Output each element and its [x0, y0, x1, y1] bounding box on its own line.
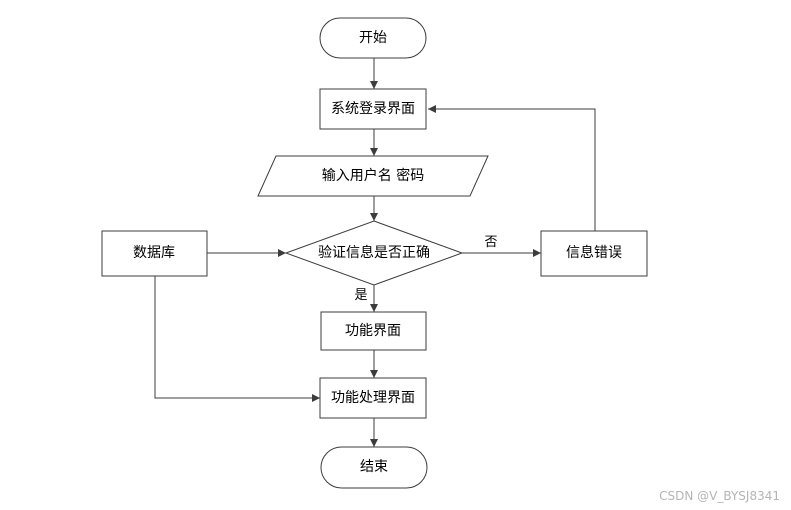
login-screen-label: 系统登录界面	[331, 101, 415, 117]
edge-label-no: 否	[484, 235, 497, 250]
verify-decision-label: 验证信息是否正确	[318, 244, 430, 261]
watermark-text: CSDN @V_BYSJ8341	[659, 489, 780, 503]
verify-decision-node: 验证信息是否正确	[284, 220, 464, 286]
edge-database-to-process	[154, 276, 320, 402]
login-screen-node: 系统登录界面	[319, 88, 427, 130]
database-node: 数据库	[101, 230, 208, 277]
start-label: 开始	[359, 30, 387, 46]
function-process-node: 功能处理界面	[319, 377, 427, 419]
start-node: 开始	[319, 17, 427, 59]
input-credentials-label: 输入用户名 密码	[322, 167, 424, 184]
function-process-label: 功能处理界面	[331, 390, 415, 406]
end-label: 结束	[360, 459, 388, 475]
error-label: 信息错误	[566, 244, 622, 261]
database-label: 数据库	[133, 245, 175, 261]
error-node: 信息错误	[540, 230, 648, 277]
function-screen-node: 功能界面	[320, 311, 427, 351]
end-node: 结束	[320, 446, 428, 489]
edge-error-to-login	[428, 105, 596, 231]
edge-label-yes: 是	[354, 288, 367, 303]
input-credentials-node: 输入用户名 密码	[257, 155, 489, 197]
function-screen-label: 功能界面	[345, 323, 401, 339]
